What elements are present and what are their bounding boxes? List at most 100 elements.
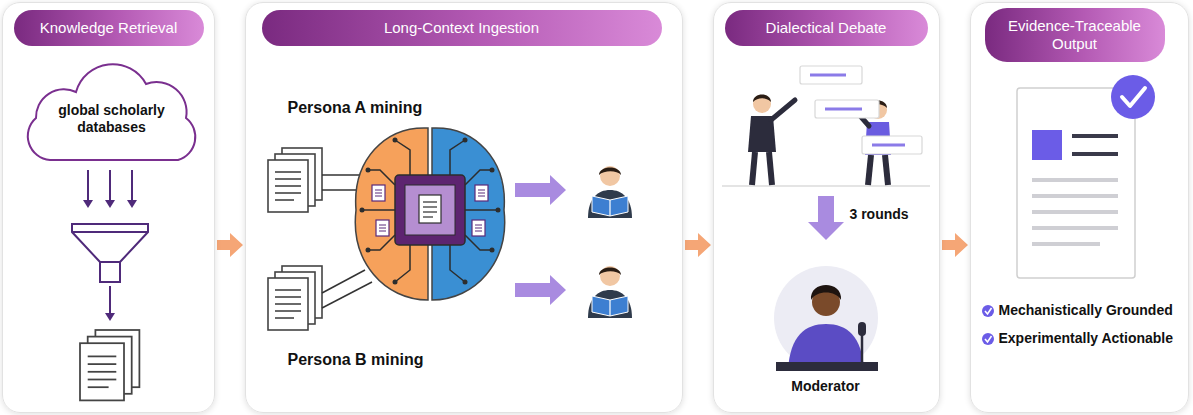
illustration-part <box>815 100 879 118</box>
illustration-part <box>808 196 844 240</box>
stage-header: Long-Context Ingestion <box>262 10 662 46</box>
flow-arrow <box>942 233 968 257</box>
illustration-part <box>858 322 866 336</box>
illustration-part <box>1122 88 1145 106</box>
illustration-part <box>105 313 115 321</box>
flow-arrow <box>685 233 711 257</box>
database-cloud: global scholarly databases <box>18 60 206 168</box>
illustration-part <box>1032 210 1118 214</box>
illustration-part <box>423 216 433 217</box>
stage-panel: Dialectical Debate 3 roundsModerator <box>713 2 940 413</box>
illustration-part <box>1032 242 1100 246</box>
illustration-part <box>360 138 501 285</box>
stage-header: Knowledge Retrieval <box>14 10 204 46</box>
illustration-part <box>753 95 771 103</box>
illustration-part <box>423 201 437 202</box>
illustration-part <box>800 66 862 84</box>
illustration-part <box>372 185 385 201</box>
illustration-part <box>885 155 888 185</box>
illustration-part <box>419 195 441 223</box>
illustration-part <box>109 170 111 203</box>
illustration-part <box>588 266 632 318</box>
cloud-shape <box>27 64 194 160</box>
illustration-part <box>982 305 994 317</box>
illustration-part <box>131 170 133 203</box>
illustration-part <box>861 334 864 362</box>
stage-label: Persona A mining <box>288 98 458 117</box>
stage-label: 3 rounds <box>850 206 932 223</box>
illustration-part <box>774 266 878 370</box>
illustration-part <box>423 206 437 207</box>
stage-panel: Knowledge Retrieval global scholarly data… <box>2 2 215 413</box>
illustration-part <box>1032 226 1118 230</box>
illustration-part <box>109 286 111 316</box>
illustration-part <box>268 266 322 330</box>
illustration-part <box>393 280 398 285</box>
illustration-part <box>463 138 468 143</box>
illustration-part <box>368 170 395 185</box>
illustration-part <box>1032 194 1118 198</box>
illustration-part <box>771 100 795 120</box>
illustration-part <box>80 330 139 400</box>
illustration-part <box>490 168 495 173</box>
stage-header: Dialectical Debate <box>725 10 928 46</box>
retrieval-illustration <box>72 170 148 400</box>
flow-arrow <box>217 233 243 257</box>
stage-label: Moderator <box>774 378 878 395</box>
illustration-part <box>748 95 795 186</box>
stage-label: Experimentally Actionable <box>999 330 1187 347</box>
illustration-part <box>395 245 410 282</box>
illustration-part <box>800 66 922 154</box>
illustration-part <box>810 75 905 145</box>
illustration-part <box>1017 88 1135 278</box>
illustration-part <box>72 224 148 282</box>
illustration-part <box>322 189 358 191</box>
illustration-part <box>322 174 362 176</box>
illustration-part <box>127 200 137 208</box>
illustration-part <box>395 140 410 175</box>
illustration-part <box>465 209 498 211</box>
illustration-part <box>515 175 566 305</box>
illustration-part <box>463 280 468 285</box>
illustration-part <box>72 231 148 233</box>
stage-label: Persona B mining <box>288 350 458 369</box>
illustration-part <box>515 275 566 305</box>
illustration-part <box>405 185 455 235</box>
illustration-part <box>360 208 365 213</box>
illustration-part <box>776 362 878 371</box>
ingestion-illustration <box>268 128 632 330</box>
illustration-part <box>811 285 841 300</box>
illustration-part <box>1032 178 1118 182</box>
illustration-part <box>475 185 488 201</box>
illustration-part <box>450 140 465 175</box>
stage-panel: Evidence-Traceable OutputMechanistically… <box>970 2 1189 413</box>
illustration-part <box>985 308 992 314</box>
illustration-part <box>362 140 498 282</box>
illustration-part <box>862 136 922 154</box>
illustration-part <box>490 248 495 253</box>
illustration-part <box>985 336 992 342</box>
illustration-part <box>753 95 771 113</box>
illustration-part <box>100 261 120 263</box>
illustration-part <box>1032 180 1118 244</box>
illustration-part <box>1072 152 1118 156</box>
illustration-part <box>1072 136 1118 154</box>
illustration-part <box>1072 134 1118 138</box>
illustration-part <box>868 155 871 185</box>
illustration-part <box>1111 75 1155 119</box>
illustration-part <box>105 200 115 208</box>
illustration-part <box>472 220 485 236</box>
illustration-part <box>423 211 437 212</box>
stage-panel: Long-Context IngestionPersona A miningPe… <box>245 2 683 413</box>
illustration-part <box>872 144 905 147</box>
illustration-part <box>268 148 322 212</box>
illustration-part <box>982 333 994 345</box>
illustration-part <box>769 152 772 185</box>
illustration-part <box>588 166 632 218</box>
illustration-part <box>322 282 372 308</box>
illustration-part <box>450 245 465 282</box>
illustration-part <box>496 208 501 213</box>
illustration-part <box>362 209 395 211</box>
illustration-part <box>722 185 930 187</box>
